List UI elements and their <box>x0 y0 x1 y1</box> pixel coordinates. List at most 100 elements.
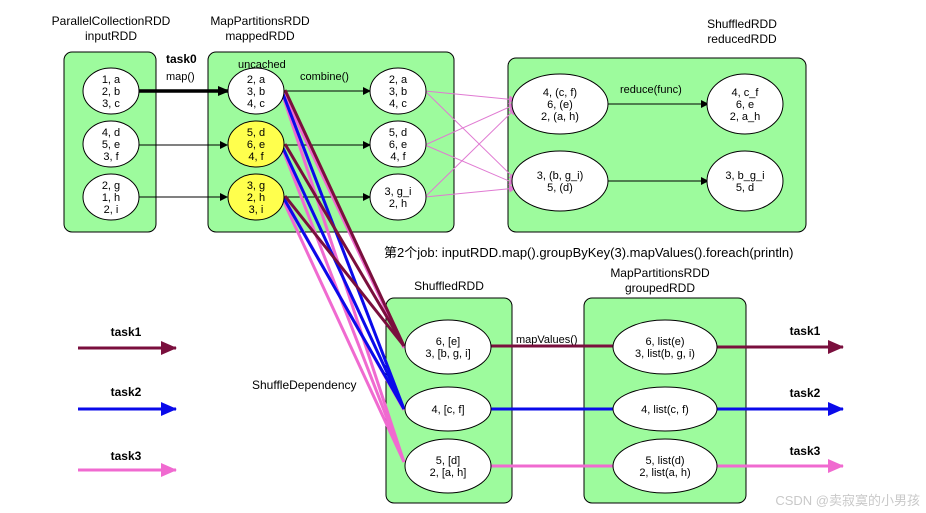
partition-record: 4, [c, f] <box>431 404 464 416</box>
partition-node-mp2: 3, g2, h3, i <box>227 173 285 221</box>
partition-ellipse <box>82 67 140 115</box>
partition-record: 5, d <box>736 182 754 194</box>
partition-nodes: 1, a2, b3, c4, d5, e3, f2, g1, h2, i2, a… <box>82 67 784 494</box>
task3-output-label: task3 <box>790 444 821 458</box>
partition-ellipse <box>227 67 285 115</box>
partition-record: 6, e <box>736 99 754 111</box>
partition-record: 2, (a, h) <box>541 111 579 123</box>
partition-ellipse <box>82 120 140 168</box>
shuffled-bottom-title: ShuffledRDD <box>414 279 484 293</box>
partition-record: 2, list(a, h) <box>639 467 690 479</box>
partition-record: 2, i <box>104 204 119 216</box>
partition-record: 3, f <box>103 151 119 163</box>
legend-task1: task1 <box>78 325 177 355</box>
partition-record: 3, (b, g_i) <box>537 170 583 182</box>
partition-record: 2, h <box>389 198 407 210</box>
partition-record: 4, c_f <box>732 87 760 99</box>
partition-record: 3, list(b, g, i) <box>635 348 695 360</box>
legend-task3-label: task3 <box>111 449 142 463</box>
partition-record: 5, [d] <box>436 455 460 467</box>
legend-task2: task2 <box>78 385 177 416</box>
partition-node-in0: 1, a2, b3, c <box>82 67 140 115</box>
partition-node-gp1: 4, list(c, f) <box>612 386 718 432</box>
partition-record: 3, i <box>249 204 264 216</box>
partition-record: 5, (d) <box>547 182 573 194</box>
partition-ellipse <box>227 120 285 168</box>
partition-ellipse <box>612 386 718 432</box>
grouped-rdd-title: MapPartitionsRDD <box>610 266 710 280</box>
partition-record: 5, d <box>389 127 407 139</box>
map-rdd-title: MapPartitionsRDD <box>210 14 310 28</box>
csdn-watermark: CSDN @卖寂寞的小男孩 <box>775 493 920 508</box>
partition-record: 4, c <box>389 98 407 110</box>
partition-ellipse <box>227 173 285 221</box>
shuffled-top-title: ShuffledRDD <box>707 17 777 31</box>
partition-ellipse <box>706 150 784 212</box>
partition-ellipse <box>511 73 609 135</box>
partition-ellipse <box>404 319 492 375</box>
partition-record: 2, b <box>102 86 120 98</box>
partition-record: 4, f <box>248 151 264 163</box>
partition-record: 2, a <box>247 74 266 86</box>
partition-node-in1: 4, d5, e3, f <box>82 120 140 168</box>
partition-record: 4, (c, f) <box>543 87 577 99</box>
partition-record: 3, b_g_i <box>725 170 764 182</box>
map-values-op-label: mapValues() <box>516 334 578 346</box>
partition-record: 6, e <box>389 139 407 151</box>
partition-record: 5, e <box>102 139 120 151</box>
shuffle-dependency-label: ShuffleDependency <box>252 378 357 392</box>
partition-ellipse <box>511 150 609 212</box>
partition-ellipse <box>612 438 718 494</box>
partition-record: 1, h <box>102 192 120 204</box>
partition-record: 3, b <box>247 86 265 98</box>
partition-record: 2, [a, h] <box>430 467 467 479</box>
partition-record: 4, list(c, f) <box>641 404 689 416</box>
partition-node-rd0: 4, c_f6, e2, a_h <box>706 73 784 135</box>
partition-record: 1, a <box>102 74 121 86</box>
partition-ellipse <box>369 173 427 221</box>
partition-record: 5, list(d) <box>645 455 684 467</box>
partition-record: 3, b <box>389 86 407 98</box>
partition-node-cb2: 3, g_i2, h <box>369 173 427 221</box>
grouped-rdd-subtitle: groupedRDD <box>625 281 695 295</box>
partition-node-gp0: 6, list(e)3, list(b, g, i) <box>612 319 718 375</box>
partition-ellipse <box>369 67 427 115</box>
partition-node-gs1: 4, [c, f] <box>404 386 492 432</box>
partition-record: 6, e <box>247 139 265 151</box>
partition-ellipse <box>404 438 492 494</box>
top-shuffle-lines <box>424 90 517 198</box>
partition-node-cb0: 2, a3, b4, c <box>369 67 427 115</box>
partition-ellipse <box>369 120 427 168</box>
partition-ellipse <box>612 319 718 375</box>
partition-record: 3, c <box>102 98 120 110</box>
task2-output-label: task2 <box>790 386 821 400</box>
partition-record: 5, d <box>247 127 265 139</box>
partition-record: 2, a_h <box>730 111 761 123</box>
partition-node-cb1: 5, d6, e4, f <box>369 120 427 168</box>
partition-record: 2, a <box>389 74 408 86</box>
partition-record: 3, [b, g, i] <box>425 348 470 360</box>
partition-record: 4, f <box>390 151 406 163</box>
partition-node-rd1: 3, b_g_i5, d <box>706 150 784 212</box>
partition-ellipse <box>706 73 784 135</box>
task0-label: task0 <box>166 52 197 66</box>
partition-node-sh0: 4, (c, f)6, (e)2, (a, h) <box>511 73 609 135</box>
parallel-rdd-title: ParallelCollectionRDD <box>52 14 171 28</box>
legend-task3: task3 <box>78 449 177 477</box>
partition-record: 6, [e] <box>436 336 460 348</box>
partition-node-sh1: 3, (b, g_i)5, (d) <box>511 150 609 212</box>
partition-record: 6, (e) <box>547 99 573 111</box>
partition-ellipse <box>404 386 492 432</box>
partition-record: 3, g <box>247 180 265 192</box>
partition-node-mp1: 5, d6, e4, f <box>227 120 285 168</box>
partition-record: 2, h <box>247 192 265 204</box>
legend-task1-label: task1 <box>111 325 142 339</box>
legend-task2-label: task2 <box>111 385 142 399</box>
task1-output-label: task1 <box>790 324 821 338</box>
task2-shuffle-lines <box>281 93 406 410</box>
shuffled-top-subtitle: reducedRDD <box>707 32 777 46</box>
task1-shuffle-lines <box>283 89 406 347</box>
partition-record: 6, list(e) <box>645 336 684 348</box>
job2-caption: 第2个job: inputRDD.map().groupByKey(3).map… <box>384 245 793 260</box>
partition-record: 4, c <box>247 98 265 110</box>
